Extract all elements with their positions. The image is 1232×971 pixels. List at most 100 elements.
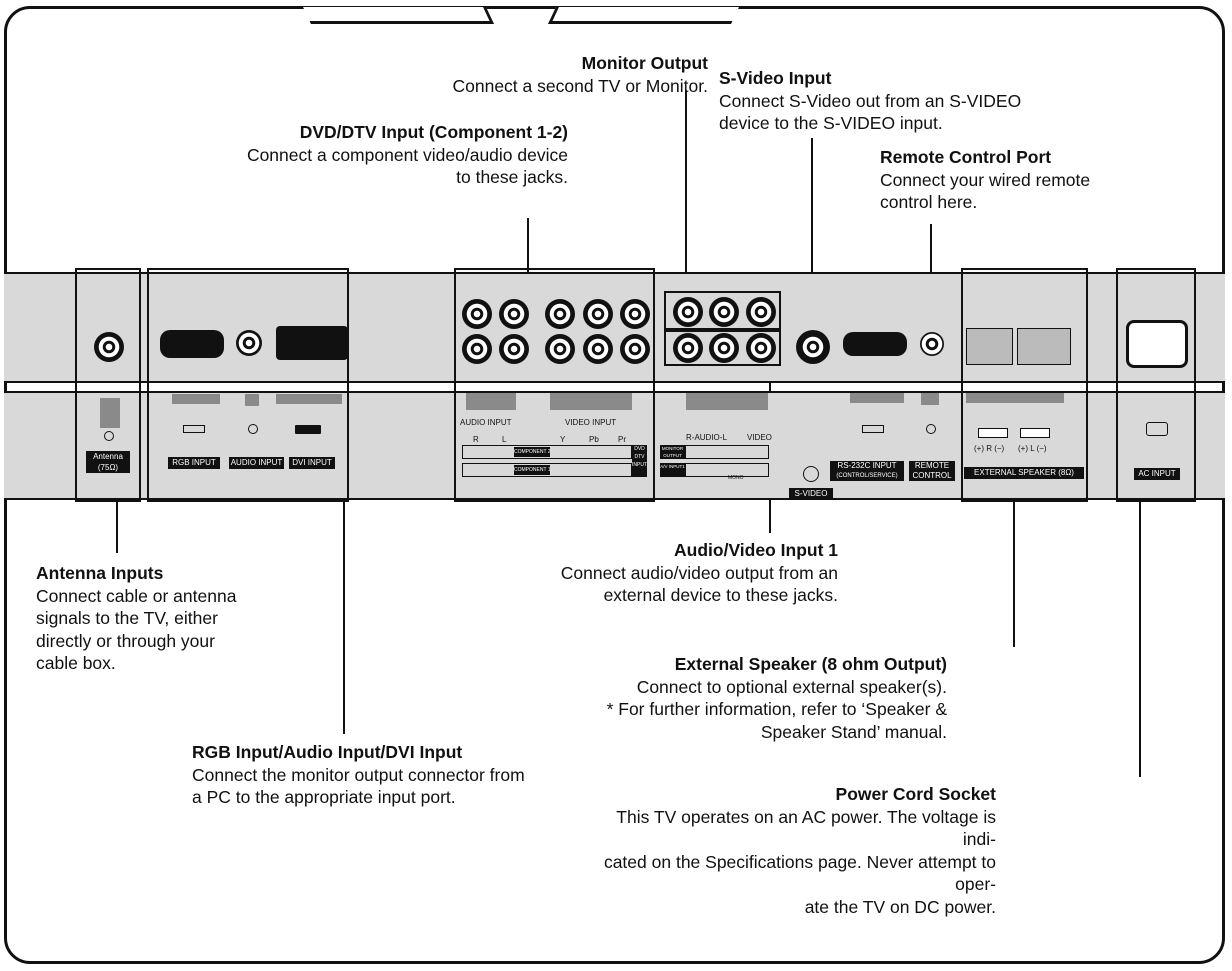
leader-monitor-output (685, 90, 687, 272)
external-speaker-title: External Speaker (8 ohm Output) (674, 654, 947, 674)
av-input-highlight-box (664, 330, 781, 366)
component-jack-5 (620, 299, 650, 329)
leader-power-cord (1139, 500, 1141, 777)
rgb-port-housing (172, 394, 220, 404)
pc-audio-icon (248, 424, 258, 434)
leader-rgb-audio-dvi (343, 500, 345, 734)
component-jack-3 (545, 299, 575, 329)
av-input-callout: Audio/Video Input 1 Connect audio/video … (440, 539, 838, 607)
speaker-terminal-l (1017, 328, 1071, 365)
power-cord-line-1: This TV operates on an AC power. The vol… (616, 806, 996, 850)
svideo-input-line-2: device to the S-VIDEO input. (719, 113, 943, 133)
speaker-housing (966, 393, 1064, 403)
pc-audio-housing (245, 394, 259, 406)
component2-row (462, 445, 632, 459)
monitor-out-jack-1 (673, 297, 703, 327)
ac-highlight-box (1116, 268, 1196, 502)
remote-control-callout: Remote Control Port Connect your wired r… (880, 146, 1200, 214)
av-input1-row-label: A/V INPUT1 (660, 463, 685, 477)
ac-socket (1126, 320, 1188, 368)
component1-label: COMPONENT 1 (514, 465, 551, 475)
svideo-input-line-1: Connect S-Video out from an S-VIDEO (719, 90, 1022, 111)
dvi-port (276, 326, 348, 360)
antenna-line-1: Connect cable or antenna (36, 585, 237, 606)
external-speaker-line-3: Speaker Stand’ manual. (760, 721, 947, 742)
av-input-title: Audio/Video Input 1 (674, 540, 838, 560)
rgb-input-label: RGB INPUT (168, 457, 220, 469)
power-cord-line-2: cated on the Specifications page. Never … (603, 851, 996, 895)
remote-jack-icon (926, 424, 936, 434)
component-highlight-box (454, 268, 655, 502)
antenna-label-text: Antenna (93, 452, 123, 461)
monitor-out-jack-2 (709, 297, 739, 327)
pc-audio-input-label: AUDIO INPUT (229, 457, 284, 469)
pc-inputs-highlight-box (147, 268, 349, 502)
antenna-coil (100, 398, 120, 428)
rs232c-label: RS-232C INPUT (CONTROL/SERVICE) (830, 461, 904, 481)
speaker-r-icon (978, 428, 1008, 438)
remote-control-label: REMOTE CONTROL (909, 461, 955, 481)
component-jack-7 (499, 334, 529, 364)
speaker-polarity-r-label: (+) R (−) (974, 444, 1005, 453)
monitor-output-row-label: MONITOR OUTPUT (660, 445, 685, 459)
speaker-polarity-l-label: (+) L (−) (1018, 444, 1047, 453)
dvi-port-icon (295, 425, 321, 434)
monitor-output-highlight-box (664, 291, 781, 330)
av-in-jack-3 (746, 333, 776, 363)
remote-housing (921, 393, 939, 405)
av-housing (686, 393, 768, 410)
antenna-callout: Antenna Inputs Connect cable or antenna … (36, 562, 316, 675)
rgb-port-icon (183, 425, 205, 433)
control-service-label-text: (CONTROL/SERVICE) (836, 473, 898, 479)
monitor-output-callout: Monitor Output Connect a second TV or Mo… (330, 52, 708, 97)
svideo-input-callout: S-Video Input Connect S-Video out from a… (719, 67, 1139, 135)
pc-audio-jack (236, 330, 262, 356)
component-pb-label: Pb (589, 435, 599, 444)
power-cord-line-3: ate the TV on DC power. (804, 896, 996, 917)
ac-input-label: AC INPUT (1134, 468, 1180, 480)
antenna-socket-icon (104, 431, 114, 441)
antenna-connector (94, 332, 124, 362)
component-jack-9 (583, 334, 613, 364)
dvd-dtv-line-1: Connect a component video/audio device (246, 144, 568, 165)
component-jack-8 (545, 334, 575, 364)
rs232c-label-text: RS-232C INPUT (837, 461, 897, 470)
dvd-dtv-line-2: to these jacks. (456, 167, 568, 187)
svideo-input-title: S-Video Input (719, 68, 832, 88)
dvd-dtv-input-label: DVD DTV INPUT (632, 445, 647, 477)
external-speaker-line-2: * For further information, refer to ‘Spe… (606, 699, 947, 719)
dvd-dtv-title: DVD/DTV Input (Component 1-2) (299, 122, 568, 142)
av-in-jack-1 (673, 333, 703, 363)
leader-svideo (811, 138, 813, 330)
remote-control-title: Remote Control Port (880, 147, 1052, 167)
av-audio-label: R-AUDIO-L (686, 433, 727, 442)
component-video-housing (550, 393, 632, 410)
av-input-line-1: Connect audio/video output from an (560, 562, 838, 583)
svideo-label: S-VIDEO (789, 488, 833, 500)
power-cord-callout: Power Cord Socket This TV operates on an… (580, 783, 996, 918)
dvi-input-label: DVI INPUT (289, 457, 335, 469)
antenna-line-4: cable box. (36, 653, 116, 673)
antenna-ohm-text: (75Ω) (97, 463, 119, 472)
monitor-output-row (685, 445, 769, 459)
antenna-highlight-box (75, 268, 141, 502)
component-pr-label: Pr (618, 435, 626, 444)
leader-dvd-dtv (527, 218, 529, 272)
antenna-label: Antenna (75Ω) (86, 451, 130, 473)
power-cord-title: Power Cord Socket (835, 784, 996, 804)
speaker-l-icon (1020, 428, 1050, 438)
speaker-terminal-r (966, 328, 1013, 365)
av-input-line-2: external device to these jacks. (603, 585, 838, 605)
remote-control-jack (920, 332, 944, 356)
svideo-connector (796, 330, 830, 364)
ac-socket-icon (1146, 422, 1168, 436)
rgb-audio-dvi-callout: RGB Input/Audio Input/DVI Input Connect … (192, 741, 612, 809)
rs232c-housing (850, 393, 904, 403)
component-jack-1 (462, 299, 492, 329)
component2-label: COMPONENT 2 (514, 447, 551, 457)
av-in-jack-2 (709, 333, 739, 363)
monitor-output-line-1: Connect a second TV or Monitor. (452, 75, 708, 96)
mono-label: MONO (728, 475, 744, 481)
svideo-socket-icon (803, 466, 819, 482)
dvi-port-housing (276, 394, 342, 404)
